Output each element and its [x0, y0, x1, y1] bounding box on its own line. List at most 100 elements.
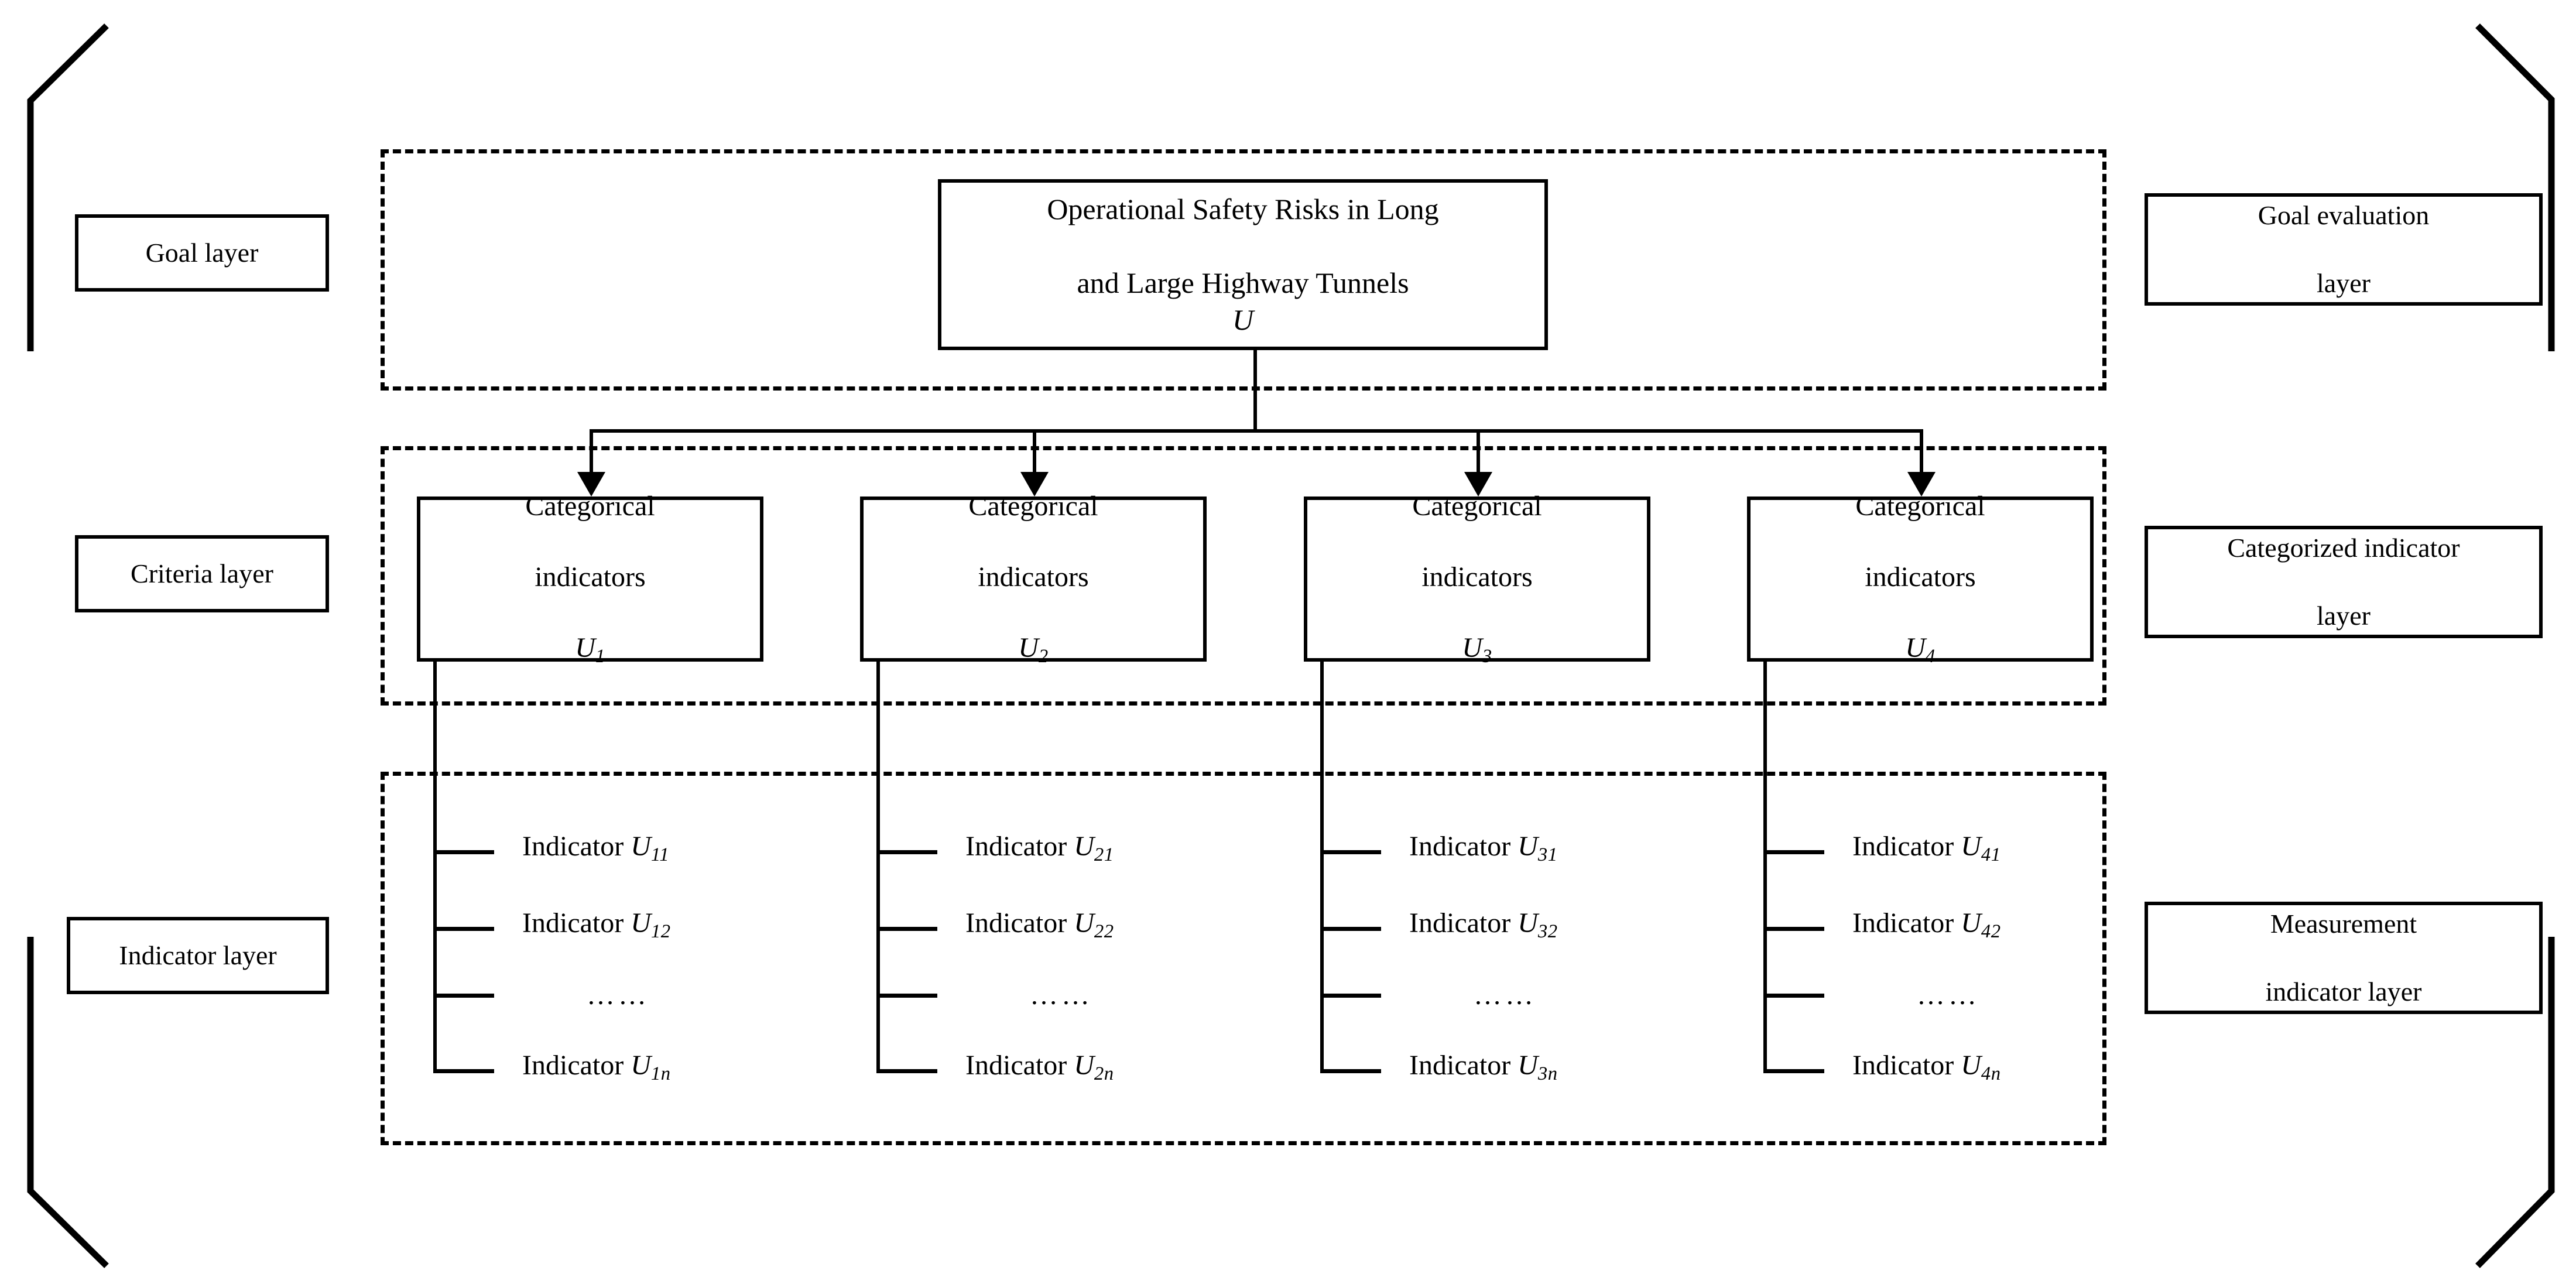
goal-node-text: Operational Safety Risks in Long and Lar…	[1047, 191, 1438, 338]
indicator-ellipsis-4-text: ……	[1917, 980, 1980, 1011]
goal-node-symbol: U	[1232, 303, 1254, 336]
indicator-stub-3-1	[1320, 850, 1381, 854]
indicator-subscript-4-1: 41	[1981, 844, 2001, 866]
right-label-goal-evaluation-layer: Goal evaluation layer	[2145, 193, 2543, 306]
indicator-label-3-1-text: Indicator	[1409, 831, 1518, 862]
indicator-label-1-4-text: Indicator	[522, 1050, 631, 1081]
connector-drop-4	[1920, 429, 1923, 476]
connector-drop-1	[590, 429, 593, 476]
indicator-symbol-4-1: U	[1961, 831, 1981, 862]
criteria-node-3-subscript: 3	[1482, 646, 1492, 667]
criteria-node-2-symbol: U	[1018, 632, 1039, 664]
left-label-goal-layer: Goal layer	[75, 214, 329, 292]
criteria-node-4-text: Categorical indicators U4	[1855, 489, 1985, 669]
indicator-ellipsis-2-text: ……	[1030, 980, 1093, 1011]
indicator-symbol-3-1: U	[1517, 831, 1538, 862]
right-label-measurement-indicator-layer-text: Measurement indicator layer	[2266, 907, 2422, 1009]
arrowhead-to-criteria-4	[1907, 472, 1936, 497]
criteria-node-2-text: Categorical indicators U2	[968, 489, 1098, 669]
indicator-stub-2-2	[876, 927, 937, 931]
indicator-column-1-spine	[433, 660, 437, 1073]
indicator-symbol-4-4: U	[1961, 1050, 1981, 1081]
indicator-label-4-4: Indicator U4n	[1852, 1049, 2001, 1085]
criteria-node-1-subscript: 1	[595, 646, 605, 667]
indicator-label-4-1-text: Indicator	[1852, 831, 1961, 862]
indicator-subscript-2-1: 21	[1094, 844, 1114, 866]
indicator-column-2-spine	[876, 660, 880, 1073]
indicator-label-2-1-text: Indicator	[965, 831, 1074, 862]
right-label-measurement-line2: indicator layer	[2265, 976, 2422, 1006]
connector-root-stem	[1253, 350, 1257, 432]
indicator-label-1-2: Indicator U12	[522, 907, 671, 943]
criteria-node-2: Categorical indicators U2	[860, 491, 1207, 667]
right-label-categorized-indicator-layer: Categorized indicator layer	[2145, 526, 2543, 638]
indicator-column-4-spine	[1763, 660, 1767, 1073]
indicator-symbol-1-2: U	[631, 908, 651, 939]
indicator-label-1-2-text: Indicator	[522, 908, 631, 939]
indicator-stub-1-4	[433, 1069, 494, 1073]
indicator-subscript-2-2: 22	[1094, 921, 1114, 943]
indicator-label-3-4: Indicator U3n	[1409, 1049, 1558, 1085]
indicator-ellipsis-1-text: ……	[587, 980, 650, 1011]
indicator-symbol-2-1: U	[1074, 831, 1094, 862]
criteria-node-1-text: Categorical indicators U1	[525, 489, 655, 669]
indicator-symbol-2-2: U	[1074, 908, 1094, 939]
indicator-ellipsis-1: ……	[587, 979, 650, 1011]
indicator-stub-2-4	[876, 1069, 937, 1073]
criteria-node-3-line1: Categorical	[1412, 491, 1542, 522]
left-label-indicator-layer: Indicator layer	[67, 917, 329, 994]
indicator-label-1-1: Indicator U11	[522, 830, 669, 866]
indicator-stub-4-1	[1763, 850, 1824, 854]
indicator-label-2-4-text: Indicator	[965, 1050, 1074, 1081]
right-label-categorized-line1: Categorized indicator	[2227, 533, 2460, 563]
indicator-subscript-1-2: 12	[650, 921, 671, 943]
connector-drop-2	[1033, 429, 1036, 476]
criteria-node-1-line1: Categorical	[525, 491, 655, 522]
indicator-ellipsis-2: ……	[1030, 979, 1093, 1011]
criteria-layer-group-box	[381, 446, 2106, 706]
indicator-label-3-2-text: Indicator	[1409, 908, 1518, 939]
indicator-symbol-3-2: U	[1517, 908, 1538, 939]
indicator-label-3-1: Indicator U31	[1409, 830, 1558, 866]
indicator-label-4-2: Indicator U42	[1852, 907, 2001, 943]
indicator-subscript-1-1: 11	[650, 844, 670, 866]
arrowhead-to-criteria-2	[1020, 472, 1049, 497]
indicator-stub-1-3	[433, 994, 494, 998]
indicator-stub-3-2	[1320, 927, 1381, 931]
indicator-label-4-2-text: Indicator	[1852, 908, 1961, 939]
arrowhead-to-criteria-1	[577, 472, 605, 497]
connector-drop-3	[1477, 429, 1480, 476]
right-label-goal-eval-line1: Goal evaluation	[2258, 200, 2430, 231]
goal-node-line2: and Large Highway Tunnels	[1077, 266, 1409, 299]
criteria-node-4-line2: indicators	[1865, 561, 1976, 593]
criteria-node-2-line2: indicators	[978, 561, 1089, 593]
right-label-measurement-indicator-layer: Measurement indicator layer	[2145, 902, 2543, 1014]
right-label-measurement-line1: Measurement	[2270, 909, 2417, 939]
criteria-node-4-symbol: U	[1905, 632, 1926, 664]
right-label-categorized-line2: layer	[2317, 600, 2371, 631]
criteria-node-1: Categorical indicators U1	[417, 491, 763, 667]
indicator-symbol-2-4: U	[1074, 1050, 1094, 1081]
indicator-ellipsis-3: ……	[1474, 979, 1537, 1011]
left-label-criteria-layer: Criteria layer	[75, 535, 329, 612]
indicator-stub-4-2	[1763, 927, 1824, 931]
criteria-node-2-subscript: 2	[1038, 646, 1049, 667]
indicator-symbol-3-4: U	[1517, 1050, 1538, 1081]
indicator-label-2-2-text: Indicator	[965, 908, 1074, 939]
indicator-label-1-4: Indicator U1n	[522, 1049, 671, 1085]
indicator-label-2-2: Indicator U22	[965, 907, 1114, 943]
arrowhead-to-criteria-3	[1464, 472, 1492, 497]
indicator-stub-1-2	[433, 927, 494, 931]
indicator-stub-3-4	[1320, 1069, 1381, 1073]
indicator-label-4-1: Indicator U41	[1852, 830, 2001, 866]
criteria-node-3-text: Categorical indicators U3	[1412, 489, 1542, 669]
indicator-stub-4-4	[1763, 1069, 1824, 1073]
criteria-node-2-line1: Categorical	[968, 491, 1098, 522]
left-label-indicator-layer-text: Indicator layer	[119, 940, 277, 971]
criteria-node-1-line2: indicators	[535, 561, 646, 593]
goal-node-operational-safety-risks: Operational Safety Risks in Long and Lar…	[938, 179, 1548, 350]
indicator-symbol-4-2: U	[1961, 908, 1981, 939]
indicator-label-1-1-text: Indicator	[522, 831, 631, 862]
indicator-label-3-2: Indicator U32	[1409, 907, 1558, 943]
